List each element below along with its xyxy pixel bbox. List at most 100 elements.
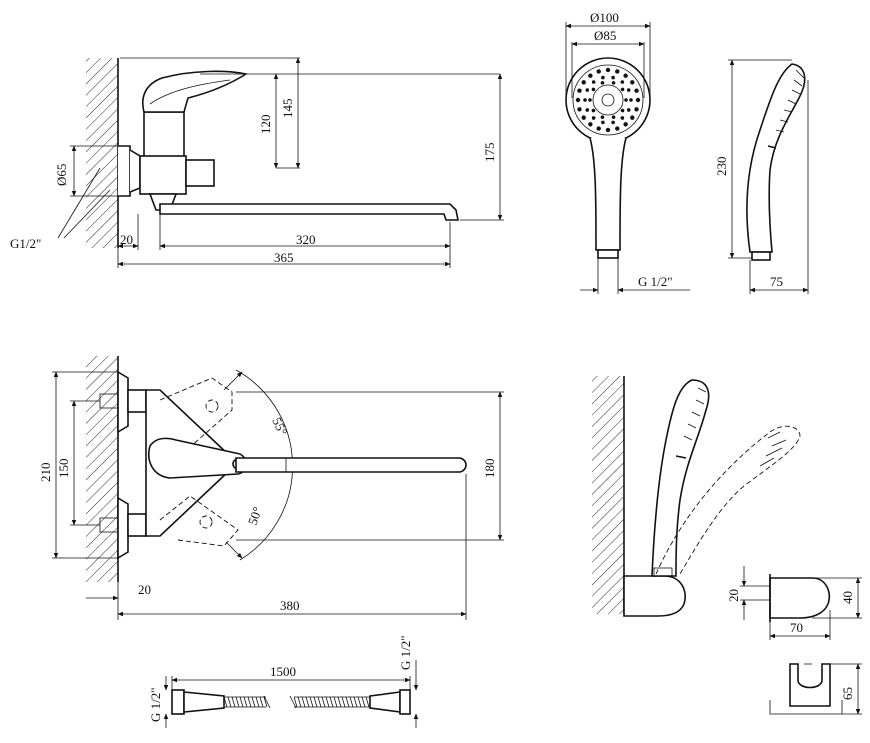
hose-rib [235, 696, 240, 708]
hose-rib [255, 696, 260, 708]
dim-175: 175 [482, 143, 497, 163]
nozzle-hole [577, 107, 582, 112]
nozzle-hole [630, 115, 635, 120]
nozzle-hole [596, 126, 601, 131]
dim-d85: Ø85 [594, 28, 616, 43]
nozzle-holes [575, 67, 641, 133]
hose-rib [361, 696, 366, 708]
nozzle-hole [634, 88, 639, 93]
nozzle-hole [626, 88, 631, 92]
hose-rib [353, 696, 358, 708]
nozzle-hole [611, 75, 615, 80]
hose-rib [251, 696, 256, 708]
hose-rib [231, 696, 236, 708]
hose-rib [365, 696, 370, 708]
hose-rib [317, 696, 322, 708]
wall-hatch-top [86, 58, 118, 248]
dim-210: 210 [38, 463, 53, 483]
label-g12-head: G 1/2" [638, 274, 673, 289]
hose-rib [301, 696, 306, 708]
hose-rib [345, 696, 350, 708]
shower-holder-wall-view [592, 376, 801, 617]
hose-rib [333, 696, 338, 708]
nozzle-hole [601, 75, 605, 80]
dim-145: 145 [280, 99, 295, 119]
hose-rib [329, 696, 334, 708]
nozzle-hole [581, 115, 586, 120]
dim-40: 40 [840, 591, 855, 604]
nozzle-hole [600, 81, 605, 85]
nozzle-hole [611, 115, 616, 119]
label-g12-hose-left: G 1/2" [148, 687, 163, 722]
dim-d100: Ø100 [590, 10, 619, 25]
nozzle-hole [605, 67, 611, 73]
dim-320: 320 [296, 232, 316, 247]
wall-hatch-mid [86, 356, 118, 582]
nozzle-hole [575, 97, 581, 103]
hose-rib [239, 696, 244, 708]
nozzle-hole [626, 108, 631, 112]
nozzle-hole [624, 98, 628, 102]
nozzle-hole [634, 107, 639, 112]
faucet-side-view: 120 145 175 Ø65 G1/2" 20 320 365 [10, 57, 504, 268]
hose-rib [227, 696, 232, 708]
hose: 1500 G 1/2" G 1/2" [148, 635, 419, 728]
nozzle-hole [591, 108, 596, 113]
nozzle-hole [630, 80, 635, 85]
dim-150: 150 [56, 459, 71, 479]
nozzle-hole [635, 97, 641, 103]
nozzle-hole [581, 80, 586, 85]
nozzle-hole [577, 88, 582, 93]
hose-rib [297, 696, 302, 708]
nozzle-hole [588, 98, 592, 102]
hose-rib [243, 696, 248, 708]
dim-380: 380 [280, 598, 300, 613]
hose-rib [349, 696, 354, 708]
label-g12-top: G1/2" [10, 236, 41, 251]
dim-20-holder: 20 [726, 589, 741, 602]
nozzle-hole [623, 122, 628, 127]
dim-20-top: 20 [120, 232, 133, 247]
angle-55: 55° [269, 415, 290, 438]
hose-rib [313, 696, 318, 708]
holder-front-view: 65 [769, 663, 862, 715]
nozzle-hole [620, 108, 625, 113]
nozzle-hole [629, 98, 633, 102]
nozzle-hole [588, 122, 593, 127]
nozzle-hole [600, 115, 605, 119]
hose-ribs-right [293, 696, 370, 708]
hose-rib [309, 696, 314, 708]
dim-365: 365 [274, 250, 294, 265]
hose-ribs-left [223, 696, 268, 708]
holder-side-view: 20 40 70 [726, 566, 862, 640]
nozzle-hole [591, 116, 596, 120]
hose-rib [223, 696, 228, 708]
hose-rib [293, 696, 298, 708]
nozzle-hole [611, 81, 616, 85]
hose-rib [357, 696, 362, 708]
nozzle-hole [615, 126, 620, 131]
hose-rib [263, 696, 268, 708]
hose-rib [247, 696, 252, 708]
nozzle-hole [611, 120, 615, 125]
nozzle-hole [596, 69, 601, 74]
dim-75: 75 [770, 274, 783, 289]
nozzle-hole [620, 80, 625, 84]
faucet-top-view: 55° 50° 210 150 180 20 380 [38, 356, 504, 620]
dim-70: 70 [790, 620, 803, 635]
shower-head-front-view: Ø100 Ø85 G 1/2" [565, 10, 690, 294]
nozzle-hole [620, 116, 625, 120]
nozzle-hole [591, 80, 596, 84]
dim-1500: 1500 [270, 664, 296, 679]
dim-65-holder: 65 [840, 687, 855, 700]
nozzle-hole [623, 73, 628, 78]
hose-rib [321, 696, 326, 708]
angle-50: 50° [245, 505, 265, 527]
nozzle-hole [605, 127, 611, 133]
nozzle-hole [583, 98, 587, 102]
dim-20-bottom: 20 [138, 582, 151, 597]
nozzle-hole [585, 108, 590, 112]
hose-rib [337, 696, 342, 708]
